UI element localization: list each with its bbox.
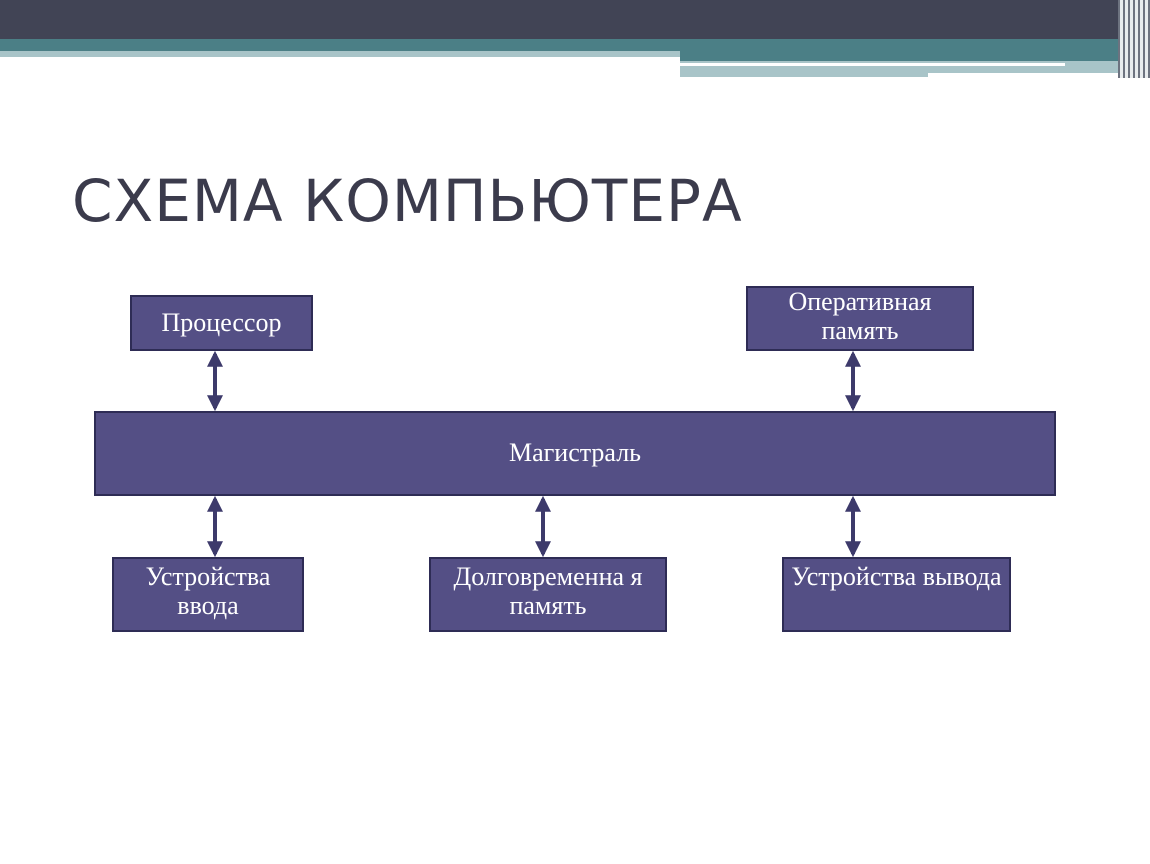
header-white-line-lower — [928, 73, 1128, 77]
storage-label: Долговременна я память — [453, 562, 643, 620]
output-devices-label: Устройства вывода — [791, 562, 1002, 591]
processor-label: Процессор — [161, 308, 282, 337]
bus-label: Магистраль — [508, 438, 642, 468]
processor-box: Процессор — [130, 295, 313, 351]
bus-box: Магистраль — [94, 411, 1056, 496]
header-teal-band-right — [680, 51, 1150, 61]
input-devices-box: Устройства ввода — [112, 557, 304, 632]
input-devices-label: Устройства ввода — [145, 562, 271, 620]
header-edge-stripes — [1118, 0, 1150, 78]
header-white-line — [680, 63, 1065, 66]
output-devices-box: Устройства вывода — [782, 557, 1011, 632]
header-dark-band — [0, 0, 1150, 39]
storage-box: Долговременна я память — [429, 557, 667, 632]
header-light-band-left — [0, 51, 680, 57]
ram-label: Оперативная память — [788, 287, 932, 345]
ram-box: Оперативная память — [746, 286, 974, 351]
header-teal-band — [0, 39, 1150, 51]
slide-title: СХЕМА КОМПЬЮТЕРА — [72, 167, 743, 235]
